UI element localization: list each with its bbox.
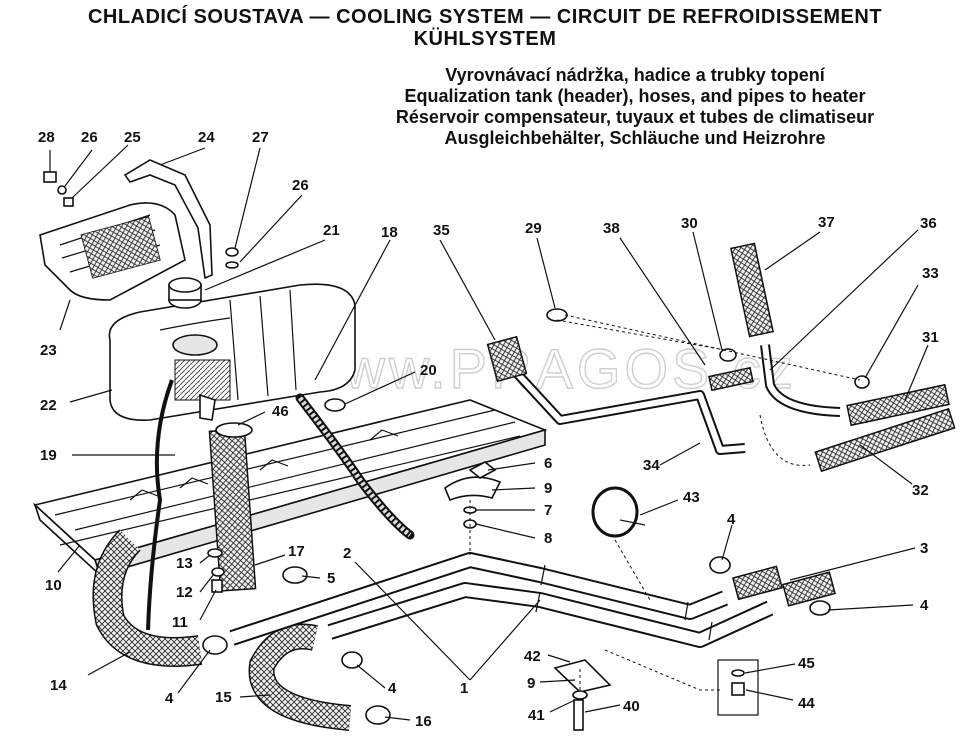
callout-23: 23 (40, 342, 57, 359)
hose-3b (782, 571, 836, 607)
callout-3: 3 (920, 540, 928, 557)
callout-9: 9 (544, 480, 552, 497)
callout-38: 38 (603, 220, 620, 237)
leader-lines (49, 144, 929, 721)
page-title: CHLADICÍ SOUSTAVA — COOLING SYSTEM — CIR… (87, 6, 883, 28)
hose-19 (146, 379, 174, 631)
callout-36: 36 (920, 215, 937, 232)
callout-29: 29 (525, 220, 542, 237)
callout-7: 7 (544, 502, 552, 519)
page-title-german: KÜHLSYSTEM (413, 28, 557, 50)
callout-11: 11 (172, 614, 188, 631)
heat-shield (39, 202, 186, 301)
callout-2: 2 (343, 545, 351, 562)
callout-4-d: 4 (388, 680, 397, 697)
callout-4-a: 4 (727, 511, 736, 528)
callout-13: 13 (176, 555, 193, 572)
callout-24: 24 (198, 129, 215, 146)
hose-37 (730, 242, 774, 338)
bracket-9 (444, 476, 502, 502)
callout-43: 43 (683, 489, 700, 506)
callout-45: 45 (798, 655, 815, 672)
hose-3a (731, 565, 783, 601)
callout-17: 17 (288, 543, 305, 560)
callout-4-c: 4 (165, 690, 174, 707)
callout-41: 41 (528, 707, 545, 724)
subtitle-english: Equalization tank (header), hoses, and p… (404, 86, 866, 106)
callout-25: 25 (124, 129, 141, 146)
hose-38 (708, 366, 754, 392)
callout-14: 14 (50, 677, 67, 694)
callout-30: 30 (681, 215, 698, 232)
callout-21: 21 (323, 222, 340, 239)
mounting-bracket (123, 159, 213, 280)
callout-35: 35 (433, 222, 450, 239)
subtitle-french: Réservoir compensateur, tuyaux et tubes … (395, 107, 875, 127)
clamp-46 (215, 422, 253, 438)
callout-46: 46 (272, 403, 289, 420)
hose-35 (486, 335, 528, 383)
callout-4-b: 4 (920, 597, 929, 614)
callout-32: 32 (912, 482, 929, 499)
frame-rail (33, 399, 548, 578)
filler-cap (168, 277, 202, 309)
callout-6: 6 (544, 455, 552, 472)
callout-19: 19 (40, 447, 57, 464)
clamp-43 (591, 486, 639, 538)
callout-28: 28 (38, 129, 55, 146)
hose-31 (846, 383, 950, 427)
callout-33: 33 (922, 265, 939, 282)
hose-32 (814, 407, 956, 473)
bracket-9-lower (553, 659, 612, 693)
callout-42: 42 (524, 648, 541, 665)
callout-numbers: 28 26 25 24 27 26 21 18 35 29 38 30 37 3… (38, 129, 939, 730)
callout-31: 31 (922, 329, 939, 346)
callout-22: 22 (40, 397, 57, 414)
subtitle-german: Ausgleichbehälter, Schläuche und Heizroh… (444, 128, 826, 148)
hose-clamps (202, 308, 870, 725)
callout-26: 26 (81, 129, 98, 146)
plate-6 (468, 461, 497, 479)
callout-26-b: 26 (292, 177, 309, 194)
callout-16: 16 (415, 713, 432, 730)
callout-37: 37 (818, 214, 835, 231)
callout-27: 27 (252, 129, 269, 146)
callout-8: 8 (544, 530, 552, 547)
callout-20: 20 (420, 362, 437, 379)
callout-5: 5 (327, 570, 335, 587)
callout-40: 40 (623, 698, 640, 715)
nut-27 (225, 247, 239, 269)
bolt-25 (43, 171, 74, 207)
callout-34: 34 (643, 457, 660, 474)
callout-12: 12 (176, 584, 193, 601)
subtitle-czech: Vyrovnávací nádržka, hadice a trubky top… (445, 65, 825, 85)
callout-9-b: 9 (527, 675, 535, 692)
callout-18: 18 (381, 224, 398, 241)
callout-10: 10 (45, 577, 62, 594)
callout-1: 1 (460, 680, 468, 697)
callout-44: 44 (798, 695, 815, 712)
callout-15: 15 (215, 689, 232, 706)
